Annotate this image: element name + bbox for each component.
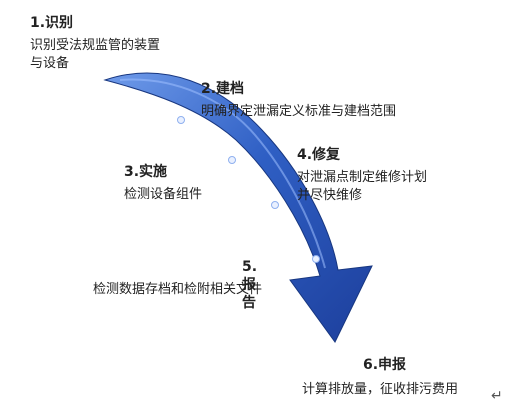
step-5-title: 5.报告: [242, 259, 258, 311]
step-dot: [177, 116, 185, 124]
step-4-title: 4.修复: [297, 147, 341, 163]
curved-arrow-body: [103, 72, 373, 343]
step-6-title: 6.申报: [363, 357, 407, 373]
step-1-desc-line: 识别受法规监管的装置: [30, 38, 161, 53]
step-dot: [312, 255, 320, 263]
paragraph-return-icon: ↵: [491, 388, 503, 404]
step-2-title: 2.建档: [201, 81, 245, 97]
step-6-desc-line: 计算排放量，征收排污费用: [302, 382, 459, 397]
step-3-desc-line: 检测设备组件: [124, 187, 203, 202]
step-dot: [228, 156, 236, 164]
step-2: 2.建档 明确界定泄漏定义标准与建档范围: [201, 80, 396, 121]
step-3: 3.实施 检测设备组件: [124, 163, 202, 204]
step-dot: [271, 201, 279, 209]
step-6: 6.申报: [363, 356, 406, 374]
step-4-desc-line: 对泄漏点制定维修计划: [297, 170, 428, 185]
step-4: 4.修复 对泄漏点制定维修计划 并尽快维修: [297, 146, 427, 205]
step-1-title: 1.识别: [30, 15, 74, 31]
step-5-desc-line: 检测数据存档和检附相关文件: [93, 282, 263, 297]
step-1: 1.识别 识别受法规监管的装置 与设备: [30, 14, 160, 73]
step-4-desc-line: 并尽快维修: [297, 188, 363, 203]
arrow-highlight: [119, 78, 326, 269]
step-3-title: 3.实施: [124, 164, 168, 180]
step-1-desc-line: 与设备: [30, 56, 70, 71]
step-2-desc-line: 明确界定泄漏定义标准与建档范围: [201, 104, 397, 119]
